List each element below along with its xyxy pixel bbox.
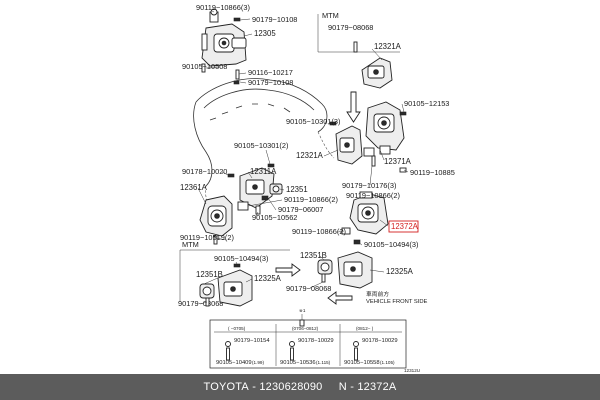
label-90119-10866-2-top: 90119−10866(2) — [346, 191, 400, 200]
nut-90105-12153 — [399, 111, 407, 116]
label-90179-08068-b: 90179−08068 — [286, 284, 331, 293]
label-90179-10108: 90179−10108 — [252, 15, 297, 24]
table-col3-top-part: 90178−10029 — [362, 338, 398, 344]
bolt-90119-10885 — [399, 167, 407, 173]
label-mtm-top: MTM — [322, 11, 339, 20]
table-col1-bottom-part: 90105−10409 — [216, 360, 252, 366]
label-90119-10866-2a: 90119−10866(2) — [284, 195, 338, 204]
bolt-90179-08068 — [353, 41, 358, 53]
label-12321A: 12321A — [374, 42, 402, 51]
table-col1-top-part: 90179−10154 — [234, 338, 270, 344]
label-90179-08068-top: 90179−08068 — [328, 23, 373, 32]
label-90105-10508: 90105−10508 — [182, 62, 227, 71]
footer-ref: 12372A — [357, 381, 397, 393]
label-vehicle-front: VEHICLE FRONT SIDE — [366, 299, 428, 305]
arrow-down — [346, 91, 361, 123]
bolt-mtm-08068 — [205, 297, 210, 307]
washer-90119-10866-2b — [341, 227, 351, 235]
part-12371A — [363, 101, 405, 157]
part-12325A — [337, 251, 373, 289]
bolt-90105-10508 — [201, 63, 206, 73]
label-90116-10217: 90116−10217 — [248, 68, 293, 77]
table-top-mark: ※1 — [299, 308, 306, 313]
label-90179-10108-b: 90179−10108 — [248, 78, 293, 87]
nut-90179-06007 — [261, 195, 269, 201]
bolt-90179-08068-b — [321, 273, 326, 283]
label-12361A: 12361A — [180, 183, 208, 192]
nut-90179-10108 — [233, 80, 240, 85]
table-col2-header: (0706−0812) — [292, 326, 319, 331]
part-12351 — [269, 183, 283, 195]
bolt-90116-10217 — [235, 69, 240, 80]
part-info-footer: TOYOTA - 1230628090 N - 12372A — [0, 374, 600, 400]
label-90105-10562: 90105−10562 — [252, 213, 297, 222]
table-col1-header: ( −0705) — [228, 326, 246, 331]
bolt-90105-10562 — [255, 205, 261, 215]
label-90179-10176-3: 90179−10176(3) — [342, 181, 396, 190]
bolt-90105-10301-3 — [329, 121, 337, 126]
label-vehicle-front-jp: 車両前方 — [366, 290, 389, 298]
label-12325A-b: 12325A — [386, 267, 414, 276]
label-90119-10866-2b: 90119−10866(2) — [292, 227, 346, 236]
table-col3-bottom-suffix: (1.105) — [380, 360, 395, 365]
bolt-90105-10301-2 — [267, 163, 275, 168]
bolt-90179-10108 — [233, 17, 241, 22]
part-12361A — [199, 195, 233, 237]
label-12305: 12305 — [254, 29, 276, 38]
table-col2-top-part: 90178−10029 — [298, 338, 334, 344]
bolt-90119-10519 — [213, 235, 218, 245]
part-12321A — [335, 125, 363, 165]
part-12351B — [317, 259, 333, 275]
label-90119-10885: 90119−10885 — [410, 168, 455, 177]
arrow-right — [275, 263, 301, 277]
part-12305 — [201, 8, 247, 67]
label-90105-10494-3a: 90105−10494(3) — [364, 240, 418, 249]
label-90119-10519-2: 90119−10519(2) — [180, 233, 234, 242]
bolt-mtm-10494 — [233, 263, 241, 268]
label-mtm-left: MTM — [182, 240, 199, 249]
footer-gap — [323, 381, 339, 393]
label-12371A: 12371A — [384, 157, 412, 166]
engine-outline — [193, 78, 335, 213]
label-12351B-b: 12351B — [300, 251, 327, 260]
bolt-90178-10020 — [227, 173, 235, 178]
table-col1-bottom-suffix: (1.99) — [252, 360, 264, 365]
vehicle-front-indicator: 車両前方 VEHICLE FRONT SIDE — [327, 290, 428, 305]
highlight-box-12372A — [388, 220, 419, 233]
footer-brand: TOYOTA — [203, 381, 249, 393]
label-12372A: 12372A — [391, 222, 419, 231]
bolt-90179-10176 — [371, 155, 376, 167]
footer-n-label: N - — [338, 381, 358, 393]
footer-separator: - — [248, 381, 260, 393]
figure-number: 12312U — [404, 368, 420, 373]
label-12325A-a: 12325A — [254, 274, 282, 283]
footer-part-number: 1230628090 — [259, 381, 323, 393]
part-12372A — [349, 191, 389, 235]
table-col3-header: (0812− ) — [356, 326, 374, 331]
label-12321A-b: 12321A — [296, 151, 324, 160]
part-12325A-mtm — [217, 269, 253, 307]
variant-table: ※1 ( −0705) (0706−0812) (0812− ) 90179−1… — [209, 308, 407, 369]
label-90105-12153: 90105−12153 — [404, 99, 449, 108]
label-90179-06007: 90179−06007 — [278, 205, 323, 214]
label-90179-08068-a: 90179−08068 — [178, 299, 223, 308]
table-col3-bottom-part: 90105−10558 — [344, 360, 380, 366]
table-col2-bottom-part: 90105−10536 — [280, 360, 316, 366]
label-90105-10301-3: 90105−10301(3) — [286, 117, 340, 126]
label-90119-10866-3: 90119−10866(3) — [196, 3, 250, 12]
label-12351: 12351 — [286, 185, 308, 194]
part-12321A-mtm — [361, 57, 393, 89]
washer-90119-10866 — [237, 201, 249, 211]
table-col2-bottom-suffix: (1.115) — [316, 360, 331, 365]
label-90105-10301-2: 90105−10301(2) — [234, 141, 288, 150]
label-12311A: 12311A — [250, 167, 277, 176]
part-12351B-mtm — [199, 283, 215, 299]
bolt-90105-10494-3a — [353, 239, 361, 245]
label-90178-10020: 90178−10020 — [182, 167, 227, 176]
label-90105-10494-3b: 90105−10494(3) — [214, 254, 268, 263]
label-12351B: 12351B — [196, 270, 223, 279]
